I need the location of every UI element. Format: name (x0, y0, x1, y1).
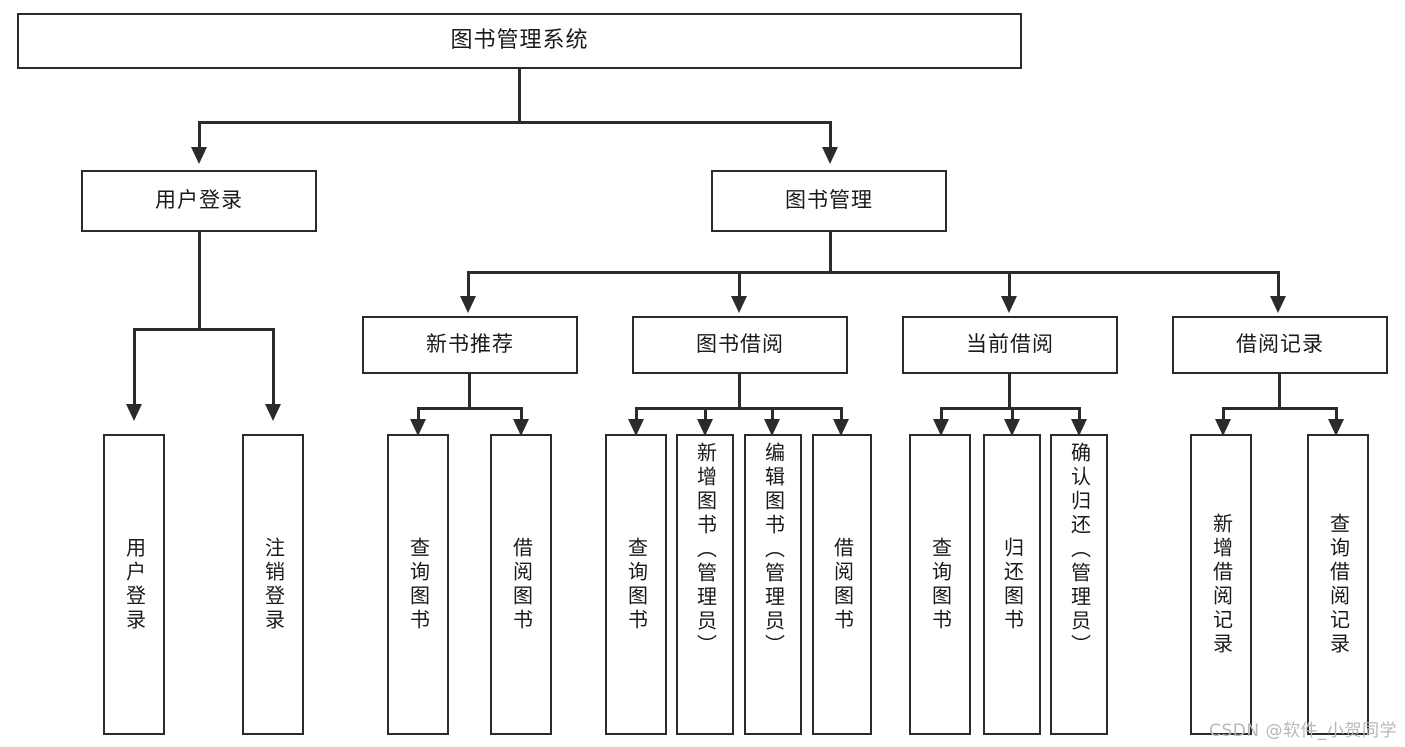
node-label: 图书管理 (785, 188, 873, 213)
connector-current-borrow-stem (1008, 374, 1011, 407)
node-book-borrow[interactable]: 图书借阅 (632, 316, 848, 374)
connector-borrow-record-bus (1222, 407, 1338, 410)
leaf-query-borrow-record[interactable]: 查询借阅记录 (1307, 434, 1369, 735)
connector-new-book-recommend-bus (417, 407, 523, 410)
leaf-label: 用户登录 (122, 536, 147, 633)
arrowhead-bb-leaf-1 (628, 419, 644, 436)
connector-borrow-record-stem (1278, 374, 1281, 407)
connector-nbr-leaf-1 (417, 407, 420, 421)
leaf-label: 查询图书 (406, 536, 431, 633)
csdn-watermark: CSDN @软件_小贺同学 (1209, 721, 1397, 741)
leaf-user-login[interactable]: 用户登录 (103, 434, 165, 735)
arrowhead-nbr-leaf-2 (513, 419, 529, 436)
node-label: 图书管理系统 (450, 27, 589, 53)
leaf-label: 借阅图书 (509, 536, 534, 633)
node-label: 图书借阅 (696, 332, 784, 357)
leaf-label: 归还图书 (1000, 536, 1025, 633)
connector-root-bus (198, 121, 830, 124)
leaf-confirm-return-admin[interactable]: 确认归还（管理员） (1050, 434, 1108, 735)
leaf-borrow-book[interactable]: 借阅图书 (812, 434, 872, 735)
connector-user-login-leaf-1 (133, 328, 136, 406)
leaf-query-book-borrow[interactable]: 查询图书 (605, 434, 667, 735)
connector-user-login-bus (133, 328, 275, 331)
leaf-borrow-book-recommend[interactable]: 借阅图书 (490, 434, 552, 735)
connector-to-borrow-record (1277, 271, 1280, 298)
leaf-return-book[interactable]: 归还图书 (983, 434, 1041, 735)
leaf-edit-book-admin[interactable]: 编辑图书（管理员） (744, 434, 802, 735)
connector-br-leaf-1 (1222, 407, 1225, 421)
leaf-query-book-recommend[interactable]: 查询图书 (387, 434, 449, 735)
connector-book-borrow-bus (635, 407, 843, 410)
arrowhead-cb-leaf-2 (1004, 419, 1020, 436)
leaf-label: 确认归还（管理员） (1067, 442, 1092, 658)
leaf-label: 查询图书 (624, 536, 649, 633)
node-label: 用户登录 (155, 188, 243, 213)
leaf-add-book-admin[interactable]: 新增图书（管理员） (676, 434, 734, 735)
arrowhead-br-leaf-1 (1215, 419, 1231, 436)
arrowhead-to-user-login (191, 147, 207, 164)
connector-bb-leaf-4 (840, 407, 843, 421)
connector-bb-leaf-2 (704, 407, 707, 421)
node-new-book-recommend[interactable]: 新书推荐 (362, 316, 578, 374)
arrowhead-cb-leaf-3 (1071, 419, 1087, 436)
arrowhead-to-new-book-recommend (460, 296, 476, 313)
arrowhead-bb-leaf-2 (697, 419, 713, 436)
arrowhead-to-book-borrow (731, 296, 747, 313)
arrowhead-user-login-leaf-2 (265, 404, 281, 421)
leaf-label: 查询借阅记录 (1326, 512, 1351, 657)
arrowhead-to-current-borrow (1001, 296, 1017, 313)
leaf-label: 注销登录 (261, 536, 286, 633)
node-label: 新书推荐 (426, 332, 514, 357)
arrowhead-to-book-management (822, 147, 838, 164)
node-borrow-record[interactable]: 借阅记录 (1172, 316, 1388, 374)
connector-root-to-user-login (198, 121, 201, 149)
connector-root-to-book-management (829, 121, 832, 149)
connector-new-book-recommend-stem (468, 374, 471, 407)
arrowhead-user-login-leaf-1 (126, 404, 142, 421)
node-current-borrow[interactable]: 当前借阅 (902, 316, 1118, 374)
connector-user-login-stem (198, 232, 201, 328)
connector-to-book-borrow (738, 271, 741, 298)
connector-to-current-borrow (1008, 271, 1011, 298)
connector-cb-leaf-2 (1011, 407, 1014, 421)
connector-bb-leaf-3 (771, 407, 774, 421)
arrowhead-bb-leaf-4 (833, 419, 849, 436)
leaf-label: 新增借阅记录 (1209, 512, 1234, 657)
arrowhead-br-leaf-2 (1328, 419, 1344, 436)
node-root-library-management-system[interactable]: 图书管理系统 (17, 13, 1022, 69)
connector-br-leaf-2 (1335, 407, 1338, 421)
node-label: 借阅记录 (1236, 332, 1324, 357)
connector-cb-leaf-1 (940, 407, 943, 421)
connector-book-borrow-stem (738, 374, 741, 407)
node-book-management[interactable]: 图书管理 (711, 170, 947, 232)
leaf-query-book-current[interactable]: 查询图书 (909, 434, 971, 735)
connector-cb-leaf-3 (1078, 407, 1081, 421)
connector-nbr-leaf-2 (520, 407, 523, 421)
connector-book-management-bus (467, 271, 1280, 274)
arrowhead-to-borrow-record (1270, 296, 1286, 313)
arrowhead-nbr-leaf-1 (410, 419, 426, 436)
connector-bb-leaf-1 (635, 407, 638, 421)
connector-root-stem (518, 69, 521, 121)
arrowhead-cb-leaf-1 (933, 419, 949, 436)
connector-book-management-stem (829, 232, 832, 271)
node-label: 当前借阅 (966, 332, 1054, 357)
node-user-login[interactable]: 用户登录 (81, 170, 317, 232)
leaf-label: 新增图书（管理员） (693, 442, 718, 658)
leaf-add-borrow-record[interactable]: 新增借阅记录 (1190, 434, 1252, 735)
leaf-label: 查询图书 (928, 536, 953, 633)
leaf-label: 借阅图书 (830, 536, 855, 633)
connector-to-new-book-recommend (467, 271, 470, 298)
leaf-label: 编辑图书（管理员） (761, 442, 786, 658)
arrowhead-bb-leaf-3 (764, 419, 780, 436)
connector-user-login-leaf-2 (272, 328, 275, 406)
connector-current-borrow-bus (940, 407, 1081, 410)
leaf-logout-login[interactable]: 注销登录 (242, 434, 304, 735)
